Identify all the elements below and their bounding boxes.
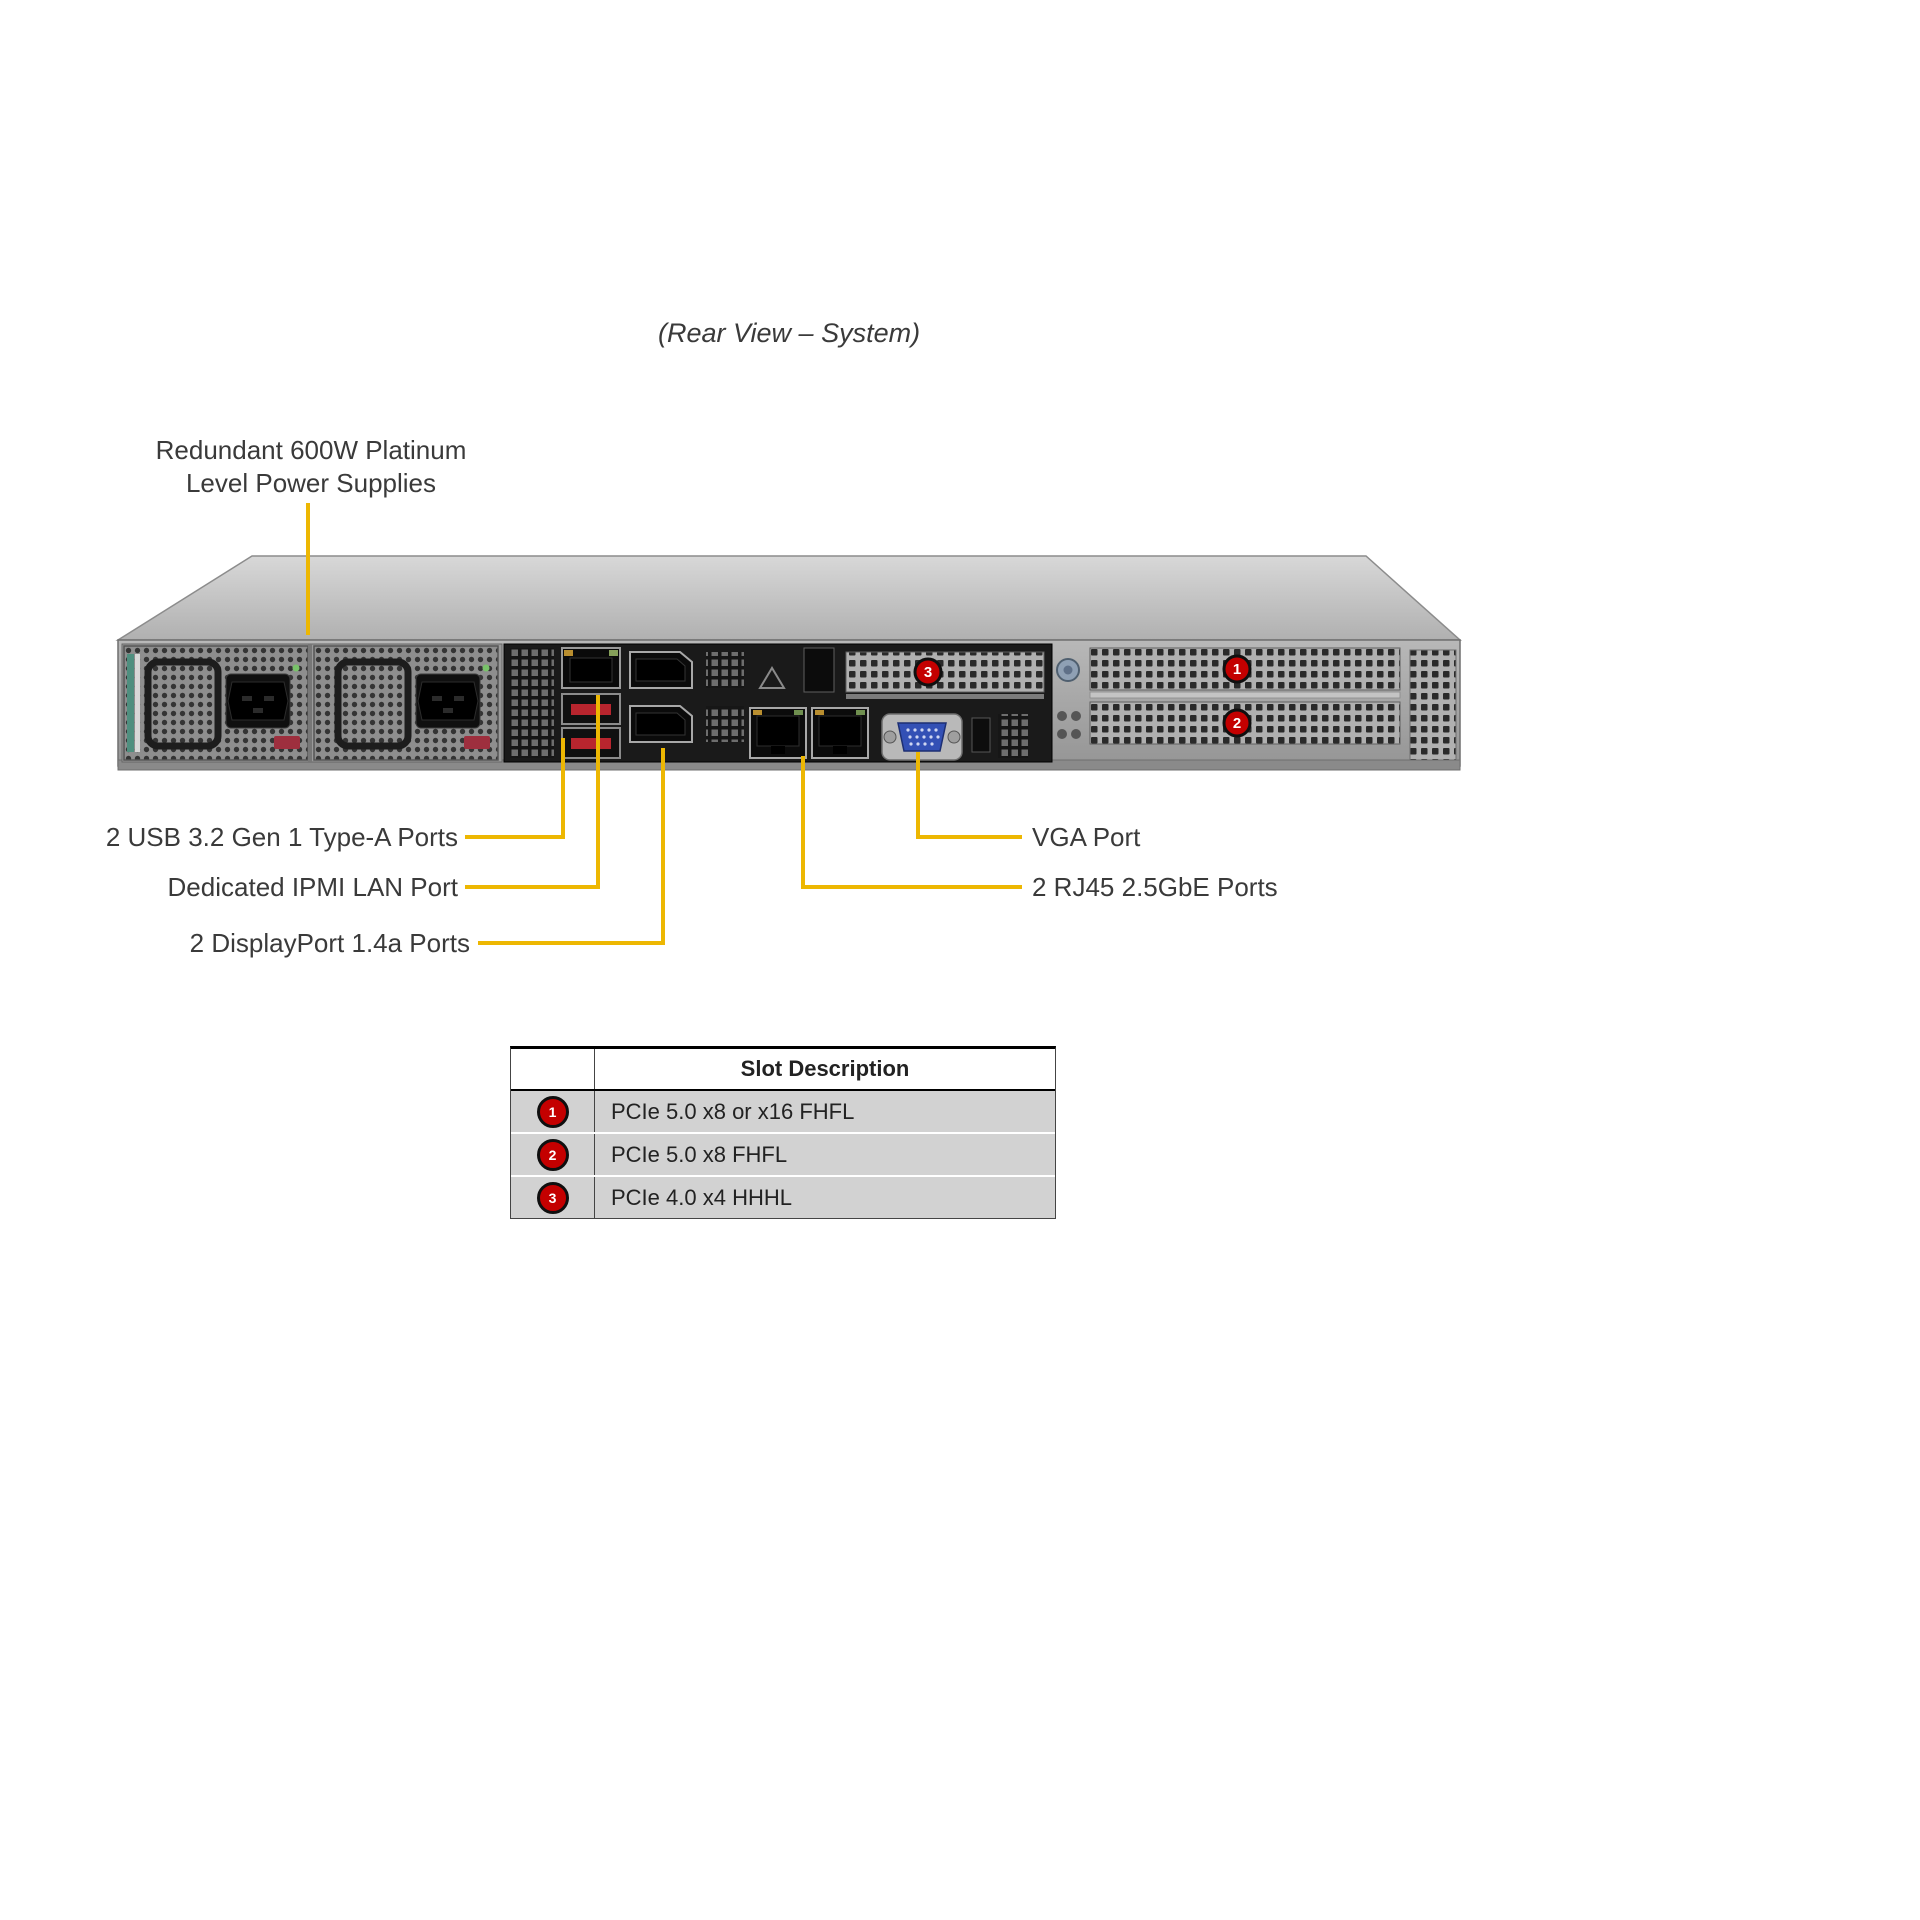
- row-callout-3: 3: [536, 1181, 569, 1214]
- leader-rj45-h: [801, 885, 1022, 889]
- row-desc-3: PCIe 4.0 x4 HHHL: [611, 1184, 792, 1210]
- slot-callout-1: 1: [1222, 654, 1252, 684]
- psu-power-inlet: [415, 673, 481, 729]
- leader-usb-v: [561, 738, 565, 839]
- thumbscrew-center: [1063, 665, 1073, 675]
- chassis-top-face: [115, 555, 1462, 641]
- row-callout-1: 1: [536, 1095, 569, 1128]
- psu-divider: [308, 644, 312, 762]
- ipmi-lan-port: [561, 647, 621, 689]
- rj45-label: 2 RJ45 2.5GbE Ports: [1032, 872, 1278, 902]
- table-header-row: Slot Description: [511, 1049, 1055, 1091]
- aux-connector: [803, 647, 835, 693]
- row-callout-2: 2: [536, 1138, 569, 1171]
- psu-stripe: [127, 654, 134, 752]
- leader-psu: [306, 503, 310, 635]
- vga-pins: [906, 728, 940, 746]
- psu-power-inlet: [225, 673, 291, 729]
- figure-title: (Rear View – System): [658, 318, 921, 348]
- ipmi-label: Dedicated IPMI LAN Port: [167, 872, 458, 902]
- psu-label-line2: Level Power Supplies: [185, 468, 437, 498]
- vga-label: VGA Port: [1032, 822, 1141, 852]
- vent-cluster-2: [706, 706, 744, 742]
- psu-latch: [274, 736, 300, 749]
- table-header-blank: [511, 1049, 595, 1089]
- vent-left: [510, 648, 554, 758]
- leader-usb-h: [465, 835, 565, 839]
- leader-ipmi-v: [596, 695, 600, 889]
- displayport-2: [629, 705, 693, 743]
- pcie-slot-area: 1 2: [1056, 647, 1457, 761]
- psu-label-line1: Redundant 600W Platinum: [155, 435, 467, 465]
- vga-port: [881, 713, 963, 761]
- usb-port-2: [561, 727, 621, 759]
- slot-callout-2: 2: [1222, 708, 1252, 738]
- bracket-divider: [1089, 691, 1401, 699]
- psu-label: Redundant 600W Platinum Level Power Supp…: [152, 434, 470, 500]
- psu-stripe-2: [135, 654, 140, 752]
- psu-bay: [121, 643, 503, 763]
- slot3-bracket-edge: [846, 694, 1044, 699]
- psu-module-1: [123, 645, 309, 761]
- rj45-port-1: [749, 707, 807, 759]
- slot-callout-2-number: 2: [1233, 715, 1241, 732]
- leader-dp-v: [661, 748, 665, 945]
- table-row: 1 PCIe 5.0 x8 or x16 FHFL: [511, 1091, 1055, 1134]
- slot3-bracket: [845, 651, 1045, 693]
- table-header-title: Slot Description: [740, 1056, 910, 1081]
- usb-port-1: [561, 693, 621, 725]
- vent-right: [1409, 649, 1457, 761]
- slot-callout-3: 3: [913, 657, 943, 687]
- vent-cluster-3: [998, 714, 1028, 758]
- leader-rj45-v: [801, 756, 805, 889]
- displayport-1: [629, 651, 693, 689]
- psu-led: [482, 664, 490, 672]
- leader-vga-h: [916, 835, 1022, 839]
- row-desc-2: PCIe 5.0 x8 FHFL: [611, 1141, 788, 1167]
- row-desc-1: PCIe 5.0 x8 or x16 FHFL: [611, 1098, 855, 1124]
- leader-dp-h: [478, 941, 665, 945]
- psu-module-2: [313, 645, 499, 761]
- leader-ipmi-h: [465, 885, 600, 889]
- psu-latch: [464, 736, 490, 749]
- psu-handle: [334, 658, 412, 750]
- usb-label: 2 USB 3.2 Gen 1 Type-A Ports: [105, 822, 458, 852]
- standoff-holes: [1057, 711, 1081, 739]
- slot-description-table: Slot Description 1 PCIe 5.0 x8 or x16 FH…: [510, 1046, 1056, 1219]
- io-recess: 3: [503, 643, 1053, 763]
- vent-cluster-1: [706, 652, 744, 688]
- slot-callout-3-number: 3: [924, 664, 932, 681]
- psu-handle: [144, 658, 222, 750]
- slot-callout-1-number: 1: [1233, 661, 1241, 678]
- server-rear-illustration: 3 1 2: [115, 555, 1462, 771]
- table-row: 2 PCIe 5.0 x8 FHFL: [511, 1134, 1055, 1177]
- warning-icon: [758, 666, 786, 689]
- table-row: 3 PCIe 4.0 x4 HHHL: [511, 1177, 1055, 1218]
- aux-connector-2: [971, 717, 991, 753]
- displayport-label: 2 DisplayPort 1.4a Ports: [189, 928, 470, 958]
- rj45-port-2: [811, 707, 869, 759]
- psu-led: [292, 664, 300, 672]
- leader-vga-v: [916, 752, 920, 839]
